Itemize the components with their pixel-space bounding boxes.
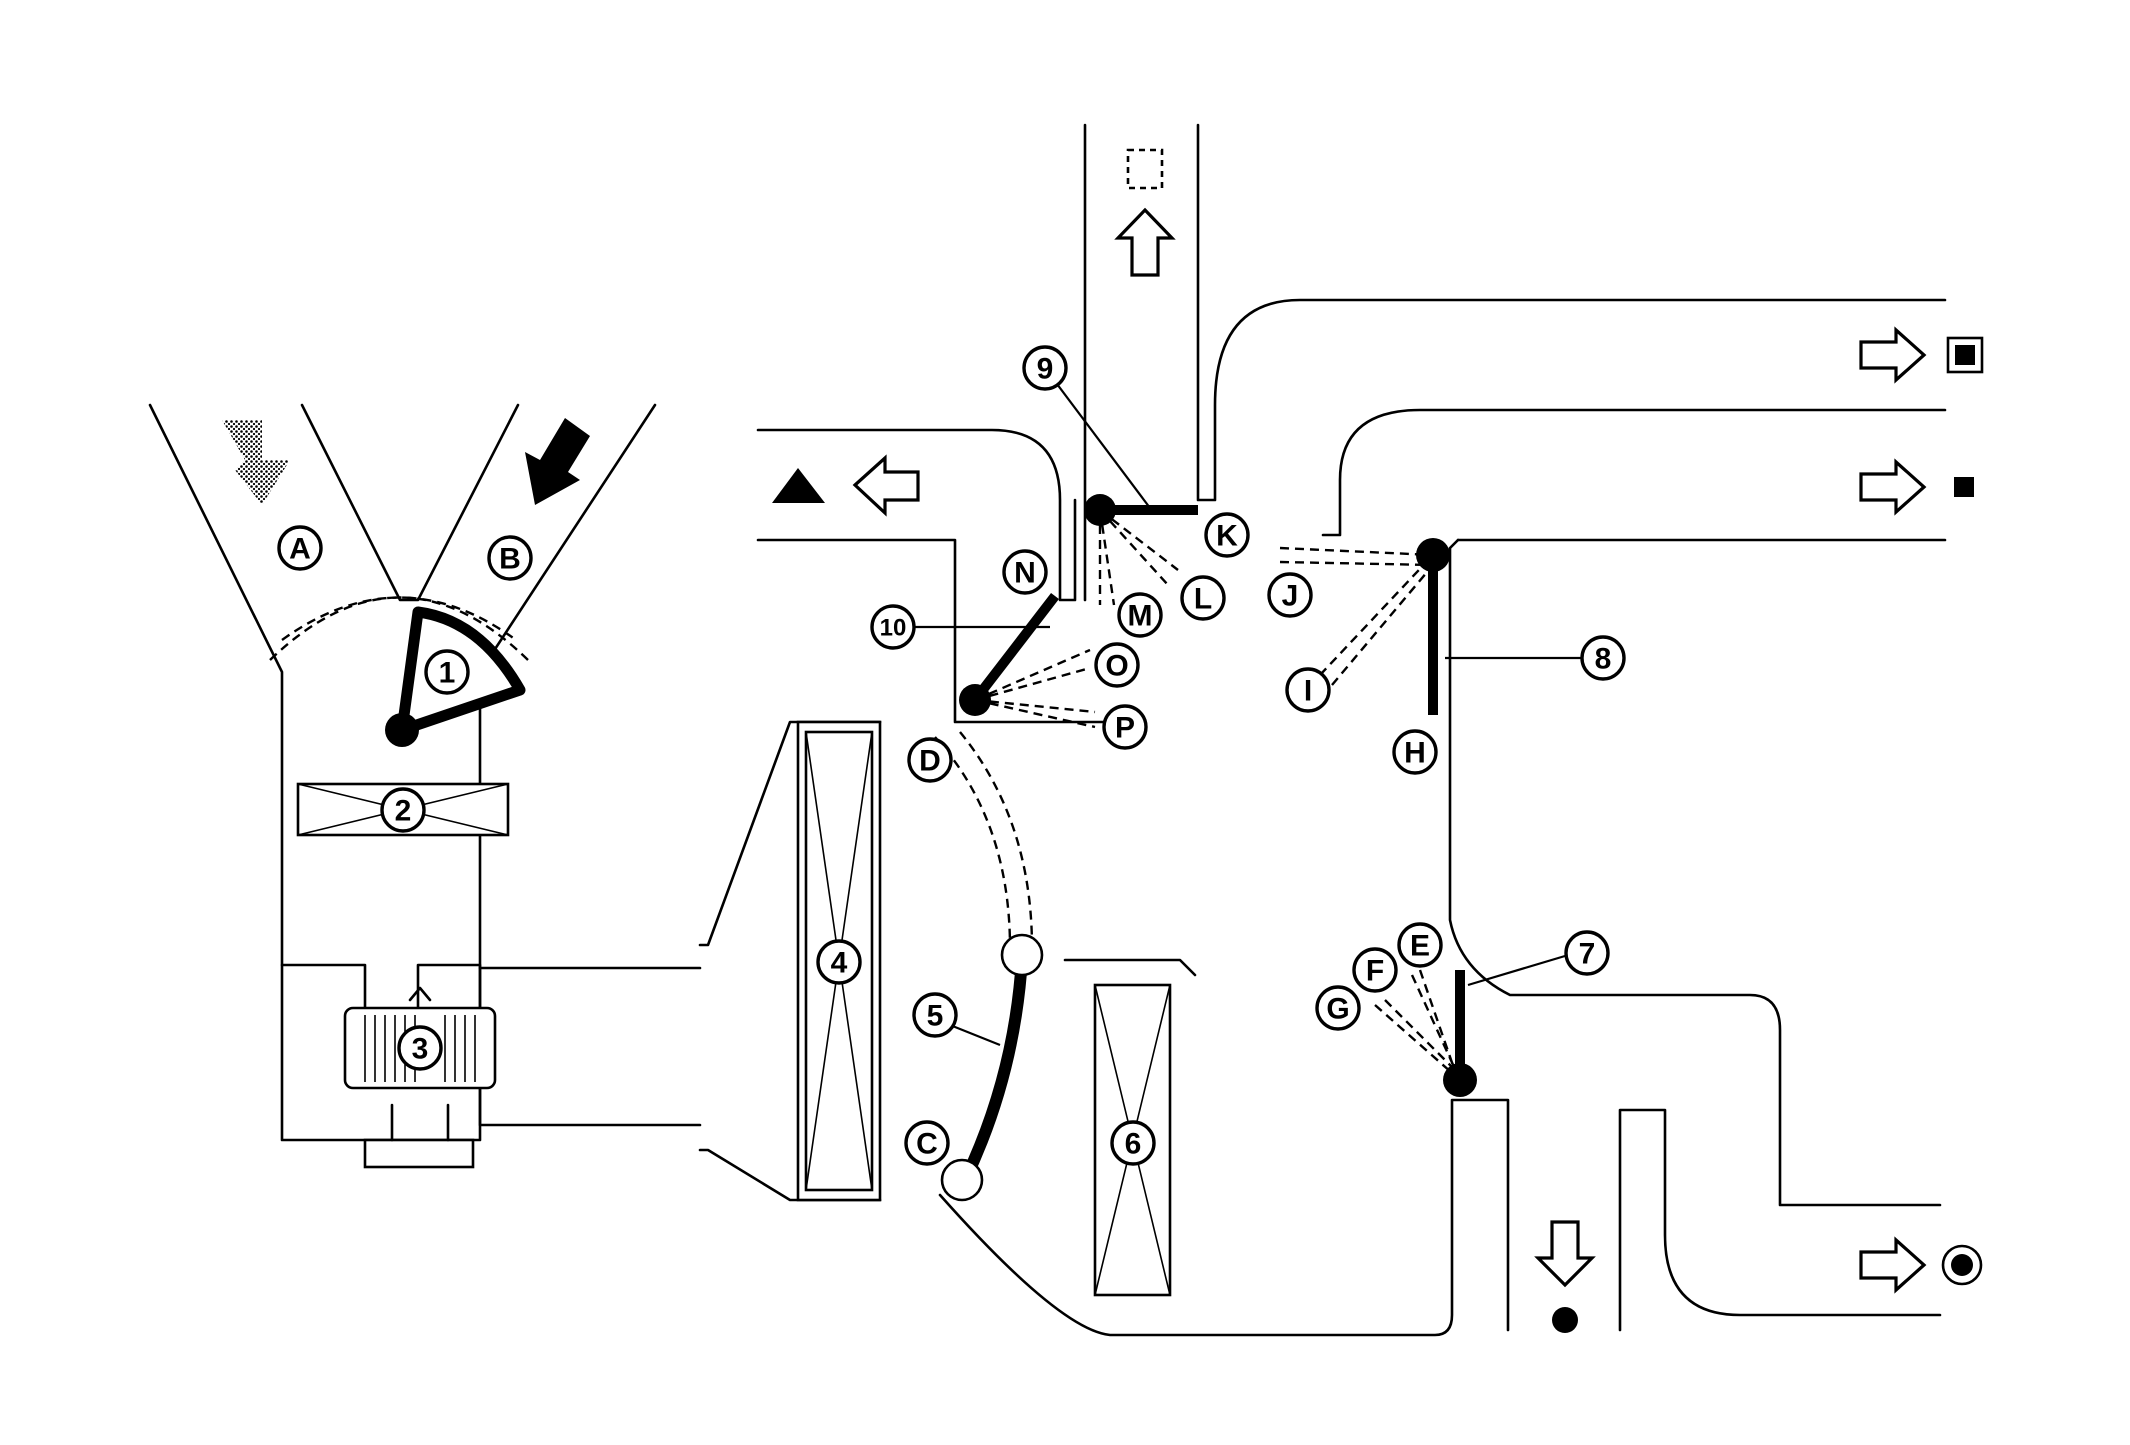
svg-text:P: P [1115,712,1135,745]
callout-L: L [1180,575,1226,621]
callout-9: 9 [1022,345,1068,391]
svg-text:3: 3 [412,1033,429,1066]
callout-C: C [904,1120,950,1166]
callout-M: M [1117,592,1163,638]
svg-text:H: H [1404,737,1426,770]
callout-E: E [1397,922,1443,968]
leader-lines [910,367,1590,1047]
svg-text:J: J [1282,580,1299,613]
callout-O: O [1094,642,1140,688]
svg-text:D: D [919,745,941,778]
center-right-outlet-arrow [1859,458,1927,516]
callout-P: P [1102,704,1148,750]
callout-8: 8 [1580,635,1626,681]
callout-F: F [1352,947,1398,993]
dashed-square-icon [1126,148,1164,190]
svg-text:2: 2 [395,795,412,828]
callouts: 1 2 3 4 5 6 7 8 9 10 A B C D E F G H I J… [277,345,1626,1166]
framed-square-icon [1946,336,1984,374]
callout-K: K [1204,512,1250,558]
callout-5: 5 [912,992,958,1038]
svg-text:C: C [916,1128,938,1161]
svg-text:5: 5 [927,1000,944,1033]
svg-text:I: I [1304,675,1312,708]
callout-3: 3 [397,1025,443,1071]
callout-2: 2 [380,787,426,833]
ventilator-door [959,592,1096,729]
callout-G: G [1315,985,1361,1031]
upper-vent-door [1279,538,1450,715]
callout-A: A [277,525,323,571]
foot-outlet-arrow [1534,1220,1596,1288]
callout-H: H [1392,729,1438,775]
callout-1: 1 [424,649,470,695]
svg-text:O: O [1105,650,1128,683]
callout-7: 7 [1564,930,1610,976]
svg-text:G: G [1326,993,1349,1026]
svg-text:L: L [1194,583,1212,616]
svg-text:N: N [1014,557,1036,590]
callout-N: N [1002,549,1048,595]
svg-text:8: 8 [1595,643,1612,676]
svg-text:4: 4 [831,947,848,980]
left-outlet-arrow [852,454,920,517]
bullseye-icon [1941,1244,1983,1286]
svg-text:E: E [1410,930,1430,963]
lower-right-outlet-arrow [1859,1236,1927,1294]
svg-text:A: A [289,533,311,566]
defrost-door [1084,494,1198,606]
callout-J: J [1267,572,1313,618]
defrost-outlet-arrow [1114,207,1176,277]
solid-arrow-icon [525,418,590,505]
foot-door [1374,969,1477,1097]
callout-D: D [907,737,953,783]
air-mix-door [940,933,1044,1202]
upper-right-outlet-arrow [1859,326,1927,384]
small-square-icon [1954,477,1974,497]
svg-text:6: 6 [1125,1128,1142,1161]
svg-text:10: 10 [880,615,907,642]
intake-unit [148,403,702,1169]
svg-text:M: M [1128,600,1153,633]
stippled-arrow-icon [222,420,290,505]
svg-text:1: 1 [439,657,456,690]
svg-text:K: K [1216,520,1238,553]
svg-text:B: B [499,543,521,576]
svg-text:F: F [1366,955,1384,988]
callout-4: 4 [816,939,862,985]
callout-6: 6 [1110,1120,1156,1166]
svg-text:9: 9 [1037,353,1054,386]
callout-10: 10 [870,604,916,650]
callout-B: B [487,535,533,581]
svg-text:7: 7 [1579,938,1596,971]
triangle-icon [772,468,825,503]
hvac-case [698,123,1947,1337]
callout-I: I [1285,667,1331,713]
dot-icon [1552,1307,1578,1333]
